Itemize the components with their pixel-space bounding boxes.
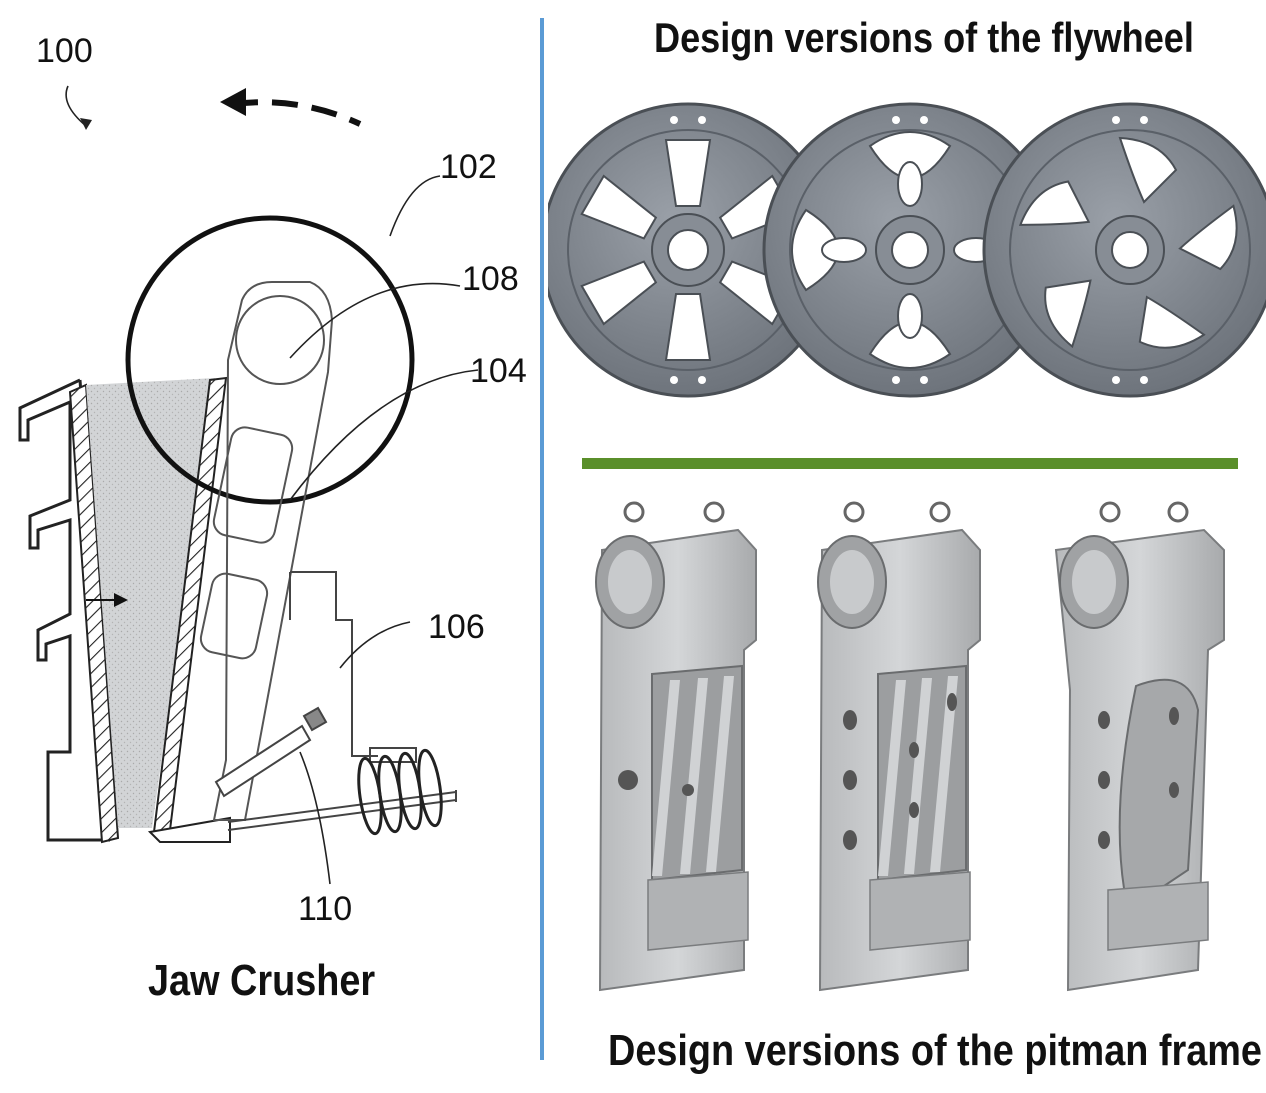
toggle-plate bbox=[214, 706, 328, 798]
callout-100: 100 bbox=[36, 32, 93, 70]
callout-104: 104 bbox=[470, 352, 527, 390]
pitman-heading: Design versions of the pitman frame bbox=[608, 1026, 1262, 1075]
flywheel-circle bbox=[125, 215, 415, 505]
fixed-jaw-liner bbox=[68, 383, 120, 844]
jaw-crusher-panel: 100 102 108 104 106 110 Jaw Crusher bbox=[0, 0, 540, 1088]
base-plate bbox=[147, 816, 231, 843]
callout-102: 102 bbox=[440, 148, 497, 186]
callout-110: 110 bbox=[298, 890, 352, 928]
pitman-frame-version-2 bbox=[817, 501, 981, 992]
flywheel-renders bbox=[548, 102, 1266, 398]
feed-arrow bbox=[86, 593, 128, 607]
flywheel-version-1 bbox=[548, 102, 836, 398]
jaw-crusher-title: Jaw Crusher bbox=[148, 956, 376, 1005]
callout-106: 106 bbox=[428, 608, 485, 646]
pitman-frame-renders bbox=[595, 501, 1225, 992]
toggle-block bbox=[289, 571, 417, 763]
leader-arrowhead bbox=[80, 118, 92, 130]
leader-lines bbox=[65, 85, 479, 885]
horizontal-divider bbox=[582, 458, 1238, 469]
jaw-crusher-drawing: 100 102 108 104 106 110 bbox=[18, 32, 527, 928]
pitman-frame-version-3 bbox=[1054, 501, 1225, 992]
pitman-arm bbox=[199, 281, 334, 821]
spring bbox=[357, 748, 443, 836]
vertical-divider bbox=[540, 18, 544, 1060]
flywheel-heading: Design versions of the flywheel bbox=[654, 14, 1194, 61]
crushing-chamber bbox=[86, 378, 215, 828]
callout-108: 108 bbox=[462, 260, 519, 298]
rotation-arrow bbox=[220, 88, 362, 127]
pitman-frame-version-1 bbox=[595, 501, 757, 992]
flywheel-version-3 bbox=[982, 102, 1266, 398]
tension-rod bbox=[227, 790, 457, 831]
